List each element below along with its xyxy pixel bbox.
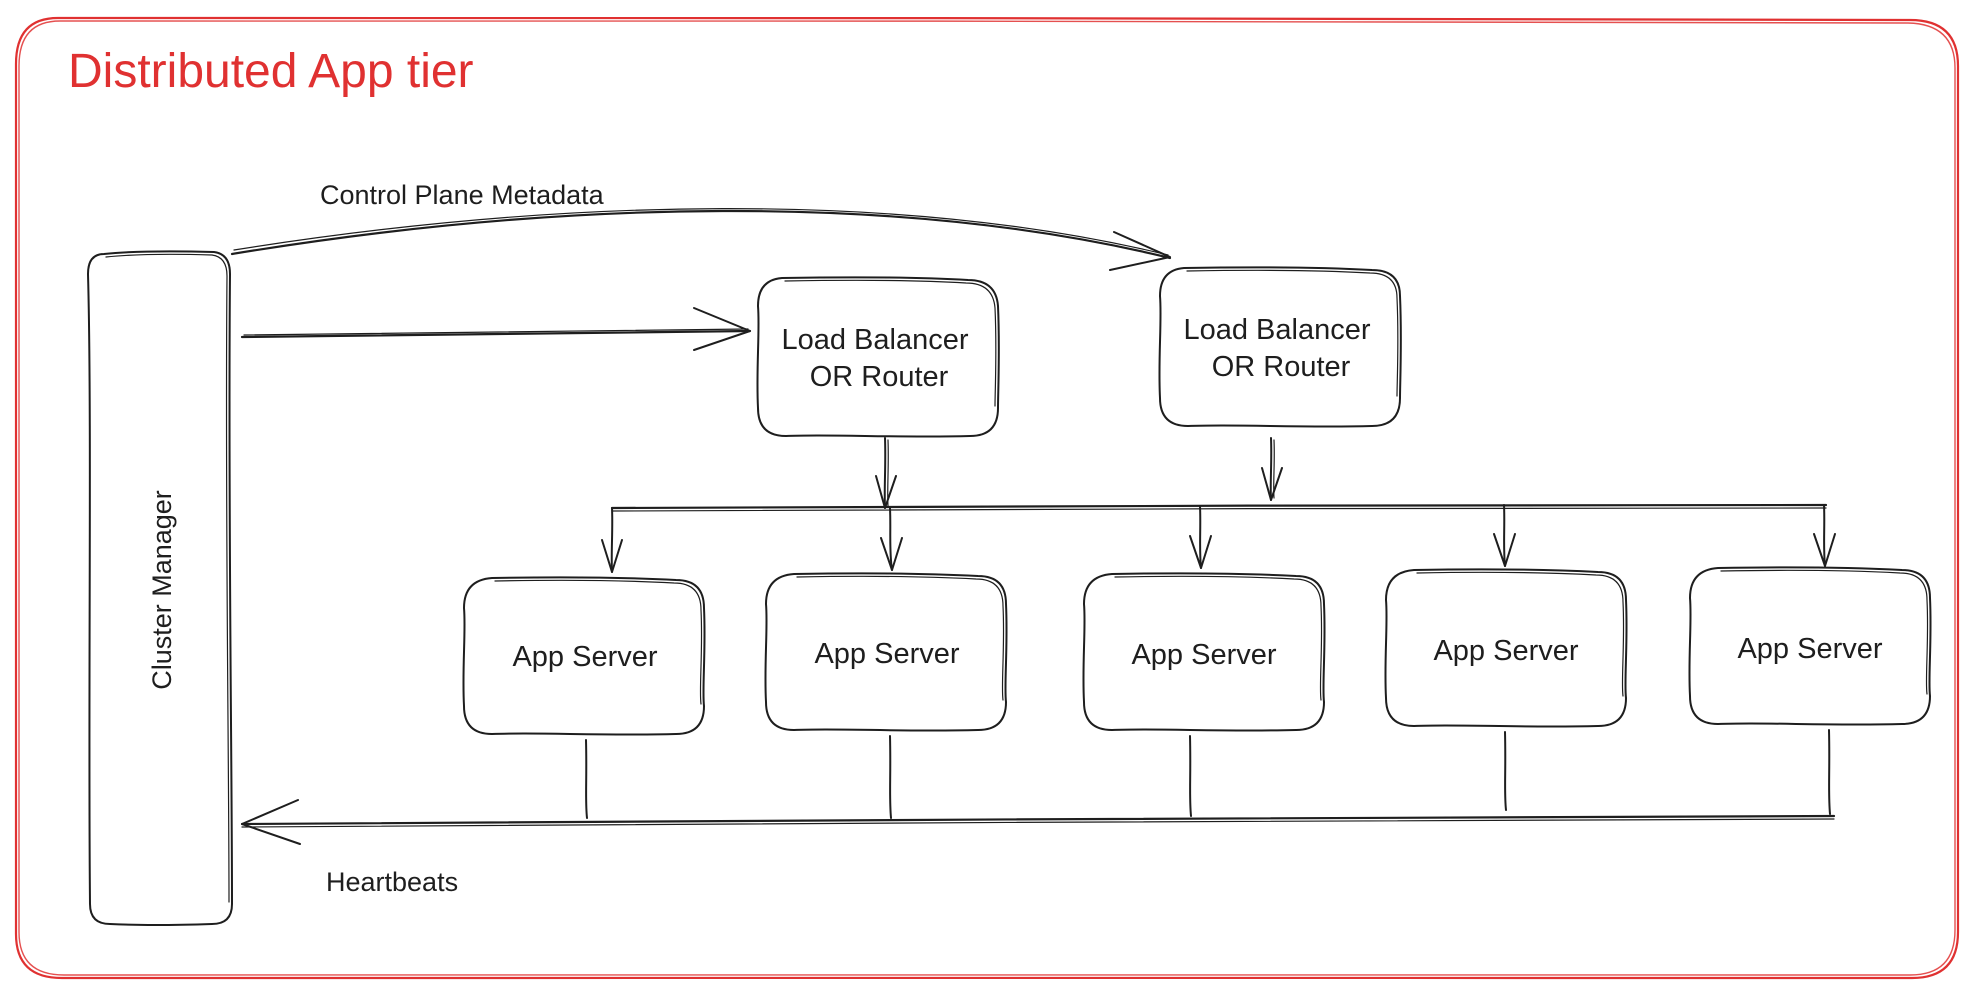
cluster-manager-node <box>87 250 233 926</box>
load-balancer-1-line2: OR Router <box>810 361 949 393</box>
app-server-3-node <box>1082 572 1326 732</box>
diagram-title: Distributed App tier <box>68 45 474 98</box>
lb1-down-arrow <box>875 437 897 509</box>
cluster-manager-label: Cluster Manager <box>147 490 177 690</box>
load-balancer-2-line1: Load Balancer <box>1183 314 1370 346</box>
load-balancer-1-line1: Load Balancer <box>781 324 968 356</box>
load-balancer-2-line2: OR Router <box>1212 351 1351 383</box>
control-plane-label: Control Plane Metadata <box>320 180 605 210</box>
app-server-1-label: App Server <box>512 641 657 673</box>
bus-to-app-server-3-arrow <box>1189 505 1212 569</box>
heartbeats-arrow <box>240 799 1836 845</box>
distribution-bus <box>610 503 1828 512</box>
cluster-to-lb1-arrow <box>240 307 752 351</box>
control-plane-arrow <box>230 208 1172 271</box>
bus-to-app-server-5-arrow <box>1813 504 1836 567</box>
bus-to-app-server-4-arrow <box>1493 504 1516 567</box>
app-server-4-label: App Server <box>1433 635 1578 667</box>
app-server-5-label: App Server <box>1737 633 1882 665</box>
bus-to-app-server-1-arrow <box>601 507 623 573</box>
app-server-3-label: App Server <box>1131 639 1276 671</box>
load-balancer-1-node <box>756 276 1000 438</box>
app-server-2-label: App Server <box>814 638 959 670</box>
heartbeat-drops <box>585 729 1831 819</box>
app-server-4-node <box>1384 568 1628 728</box>
app-server-5-node <box>1688 566 1932 726</box>
lb2-down-arrow <box>1261 437 1283 501</box>
app-tier-frame <box>14 16 1960 980</box>
bus-to-app-server-2-arrow <box>880 507 903 571</box>
heartbeats-label: Heartbeats <box>326 867 458 897</box>
app-server-2-node <box>764 572 1008 732</box>
load-balancer-2-node <box>1158 266 1402 428</box>
app-server-1-node <box>462 576 706 736</box>
